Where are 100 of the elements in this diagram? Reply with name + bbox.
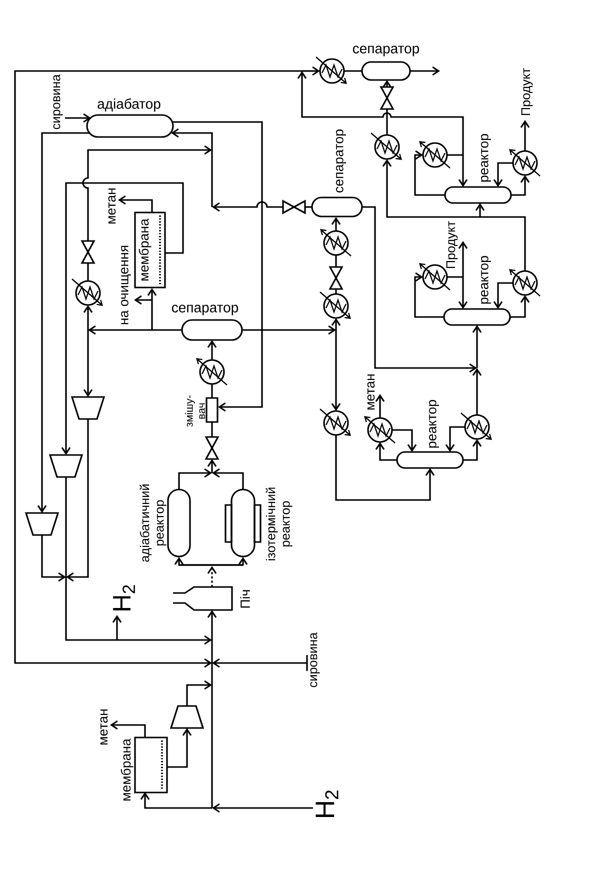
flow-arrow [65,113,91,123]
pipe-line [65,577,117,641]
flow-arrow [167,728,192,768]
stream-label: Продукт [446,221,458,268]
heat-exchanger [320,408,351,436]
flow-arrow [186,680,212,706]
pipe-line [211,663,213,685]
pipe-line [447,154,463,156]
flow-arrow [510,295,530,318]
equipment-label: сепаратор [336,130,346,192]
flow-arrow [140,792,212,809]
equipment-label: реактор [481,134,491,182]
flow-arrow [297,71,464,155]
flow-arrow [472,325,482,368]
pipe-line [211,150,213,207]
flow-arrow [112,615,122,640]
flow-arrow [207,459,217,473]
flow-arrow [134,295,152,305]
membrane-module: мембрана [134,212,166,288]
flow-arrow [475,203,485,217]
pipe-line [87,263,89,281]
flow-arrow [88,325,152,335]
pipe-line [211,685,213,808]
flow-arrow [445,426,465,452]
equipment-label: адіабатичний реактор [140,484,166,562]
flow-arrow [212,201,283,212]
stream-label: сировина [310,632,320,688]
heat-exchanger [419,141,450,168]
flow-arrow [382,159,480,218]
heat-exchanger [509,149,540,176]
flow-arrow [14,70,302,668]
flow-arrow [242,325,336,335]
stream-label: Продукт [521,68,533,116]
pipe-line [211,640,213,663]
flow-arrow [458,277,468,309]
flow-arrow [118,195,153,213]
flow-arrow [362,206,477,373]
heat-exchanger [460,412,492,440]
valve [80,240,96,264]
pipe-line [344,70,362,72]
flow-arrow [83,330,93,397]
flow-arrow [511,175,530,196]
heat-exchanger [196,358,228,386]
flow-arrow [414,272,444,318]
flow-arrow [375,394,385,418]
flow-arrow [82,145,212,241]
flow-arrow [174,557,184,565]
stream-label: H$_{2}$ [316,790,338,817]
flow-arrow [335,435,435,501]
flow-arrow [212,658,307,668]
equipment-label: сепаратор [352,46,420,56]
flow-arrow [302,66,320,76]
pipe-line [211,422,213,437]
flow-arrow [331,217,341,231]
flow-arrow [392,429,417,452]
stream-label: H$_{2}$ [113,585,135,610]
flow-arrow [207,610,217,640]
flow-arrow [172,121,263,412]
pipe-line [65,477,67,577]
valve [282,200,306,214]
heat-exchanger [316,56,347,84]
heat-exchanger [509,269,540,296]
flow-arrow [178,468,212,490]
flow-arrow [493,282,513,309]
flow-arrow [207,340,217,360]
flow-arrow [83,305,93,330]
pipe-line [447,276,463,278]
flow-arrow [66,419,89,582]
stream-label: на очищення [121,246,131,324]
pipe-line [152,329,182,331]
flow-arrow [238,557,248,565]
equipment-label: Піч [240,590,250,608]
equipment-label: реактор [481,256,491,304]
flow-arrow [520,120,530,151]
flow-arrow [147,288,157,300]
heat-exchanger [72,278,103,306]
flow-arrow [41,535,66,582]
pipe-line [480,216,526,271]
flow-arrow [110,720,146,737]
flow-arrow [472,368,482,415]
flow-arrow [212,803,313,813]
heat-exchanger [364,416,396,444]
flow-arrow [171,128,213,150]
flow-arrow [493,162,513,187]
equipment-label: сепаратор [172,304,238,316]
pipe-line [335,289,337,294]
flow-arrow [331,318,341,330]
flow-arrow [458,241,468,277]
heat-exchanger [370,132,402,160]
stream-label: метан [367,374,375,410]
pipe-line [151,300,153,330]
stream-label: сировина [53,74,63,130]
flow-arrow [463,439,482,461]
valve [328,266,344,290]
flow-arrow [458,155,468,187]
flow-arrow [61,182,184,455]
equipment-label: змішу- вач [184,395,206,427]
heat-exchanger [320,229,352,256]
equipment-label: адіабатор [98,98,160,112]
pipe-line [386,109,388,135]
